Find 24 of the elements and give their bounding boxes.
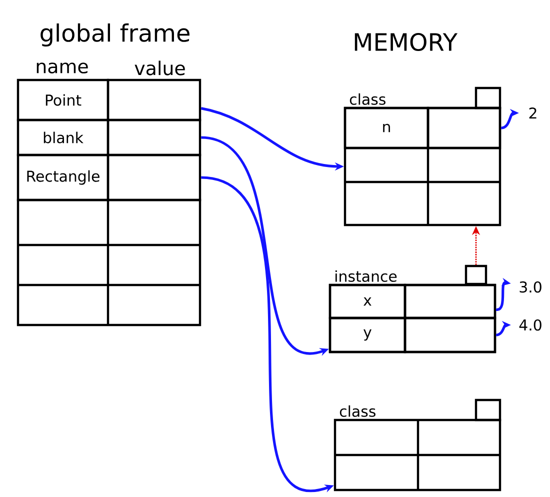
heading: global frame: [40, 23, 190, 47]
field-cell: x: [328, 284, 406, 320]
value-text: 4.0: [519, 319, 542, 331]
name-cell: Point: [16, 78, 110, 122]
name-cell: Rectangle: [16, 154, 110, 202]
name-cell: blank: [16, 118, 110, 156]
value-text: 3.0: [520, 281, 542, 293]
value-cell: [404, 316, 496, 354]
value-cell: [426, 106, 502, 150]
node-label: class: [340, 405, 376, 417]
column-header: name: [36, 62, 88, 74]
value-cell: [404, 284, 496, 320]
node-label: instance: [336, 270, 397, 282]
value-cell: [106, 154, 202, 202]
value-cell: [106, 118, 202, 156]
node-label: class: [350, 93, 386, 105]
column-header: value: [134, 60, 185, 76]
field-cell: n: [344, 106, 430, 150]
class-box: class: [334, 398, 502, 492]
value-cell: [106, 78, 202, 122]
field-cell: y: [328, 316, 406, 354]
heading: MEMORY: [354, 32, 458, 52]
class-pointer-square: [464, 264, 488, 286]
value-text: 2: [529, 107, 536, 119]
